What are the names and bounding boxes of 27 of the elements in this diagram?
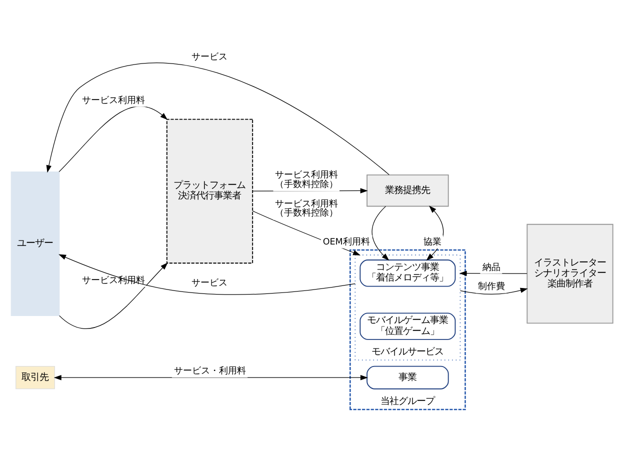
node-box: ユーザー [10, 172, 60, 316]
node-box: イラストレーターシナリオライター楽曲制作者 [526, 224, 614, 324]
arrow [58, 106, 168, 172]
edge-label: 協業 [423, 238, 442, 248]
arrow [59, 262, 168, 329]
node-box: 事業 [366, 366, 449, 390]
node-box: 業務提携先 [366, 174, 449, 207]
edge-label: 納品 [482, 262, 500, 273]
edge-label: OEM利用料 [322, 237, 370, 248]
arrow [372, 206, 390, 261]
edge-label: サービス利用料（手数料控除） [275, 199, 338, 219]
edge-label: サービス [192, 278, 228, 288]
edge-label: サービス利用料 [82, 96, 145, 106]
edge-label: サービス利用料（手数料控除） [275, 170, 338, 190]
node-box: 取引先 [16, 366, 55, 390]
arrow [460, 288, 528, 295]
edge-label: サービス [192, 52, 228, 63]
node-box: コンテンツ事業 「着信メロディ等」 [360, 260, 456, 287]
arrow [46, 62, 390, 176]
edge-label: 制作費 [478, 282, 506, 292]
node-box: モバイルゲーム事業 「位置ゲーム」 [360, 312, 456, 340]
arrow [426, 206, 444, 261]
edge-label: サービス・利用料 [174, 366, 246, 377]
arrow [54, 374, 368, 380]
arrow [459, 270, 528, 276]
node-box: プラットフォーム決済代行事業者 [166, 118, 254, 264]
arrow [58, 254, 356, 295]
